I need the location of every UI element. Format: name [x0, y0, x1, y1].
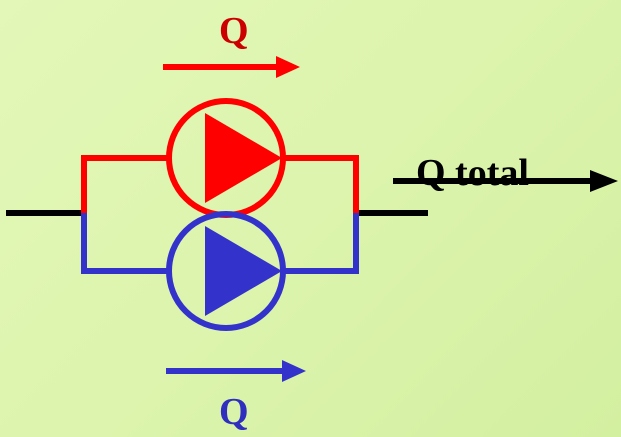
top-pump-icon [166, 98, 286, 218]
top-branch-pipe-right [284, 155, 359, 213]
top-branch-pipe [81, 155, 168, 213]
top-flow-arrow-icon [163, 56, 300, 78]
bottom-branch-pipe [81, 213, 168, 274]
top-flow-label: Q [219, 10, 249, 52]
bottom-flow-label: Q [219, 391, 249, 433]
bottom-flow-arrow-icon [166, 360, 306, 382]
bottom-pump-icon [166, 211, 286, 331]
total-flow-arrow-icon [393, 170, 618, 192]
total-flow-label: Q total [416, 152, 529, 194]
bottom-branch-pipe-right [284, 213, 359, 274]
